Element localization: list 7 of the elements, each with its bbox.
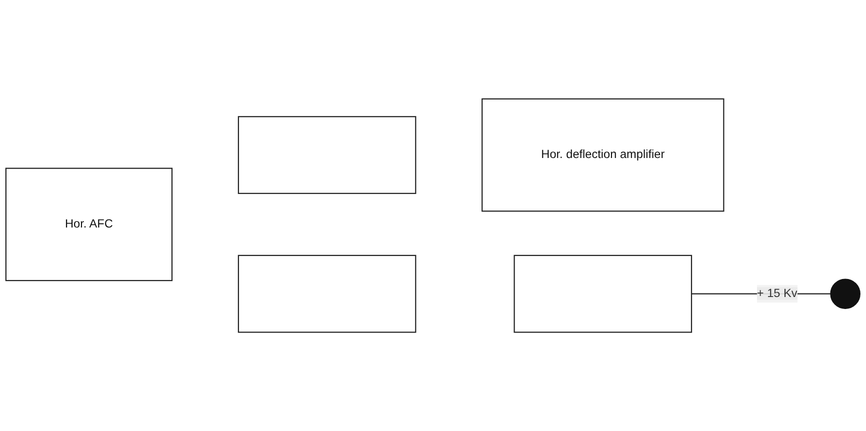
edge-label: + 15 Kv <box>756 287 798 300</box>
node-box <box>514 254 692 333</box>
node-box <box>238 254 416 333</box>
node-circle <box>830 278 860 309</box>
node-box <box>238 116 416 194</box>
node-box: Hor. deflection amplifier <box>482 98 724 212</box>
node-box: Hor. AFC <box>5 168 173 282</box>
